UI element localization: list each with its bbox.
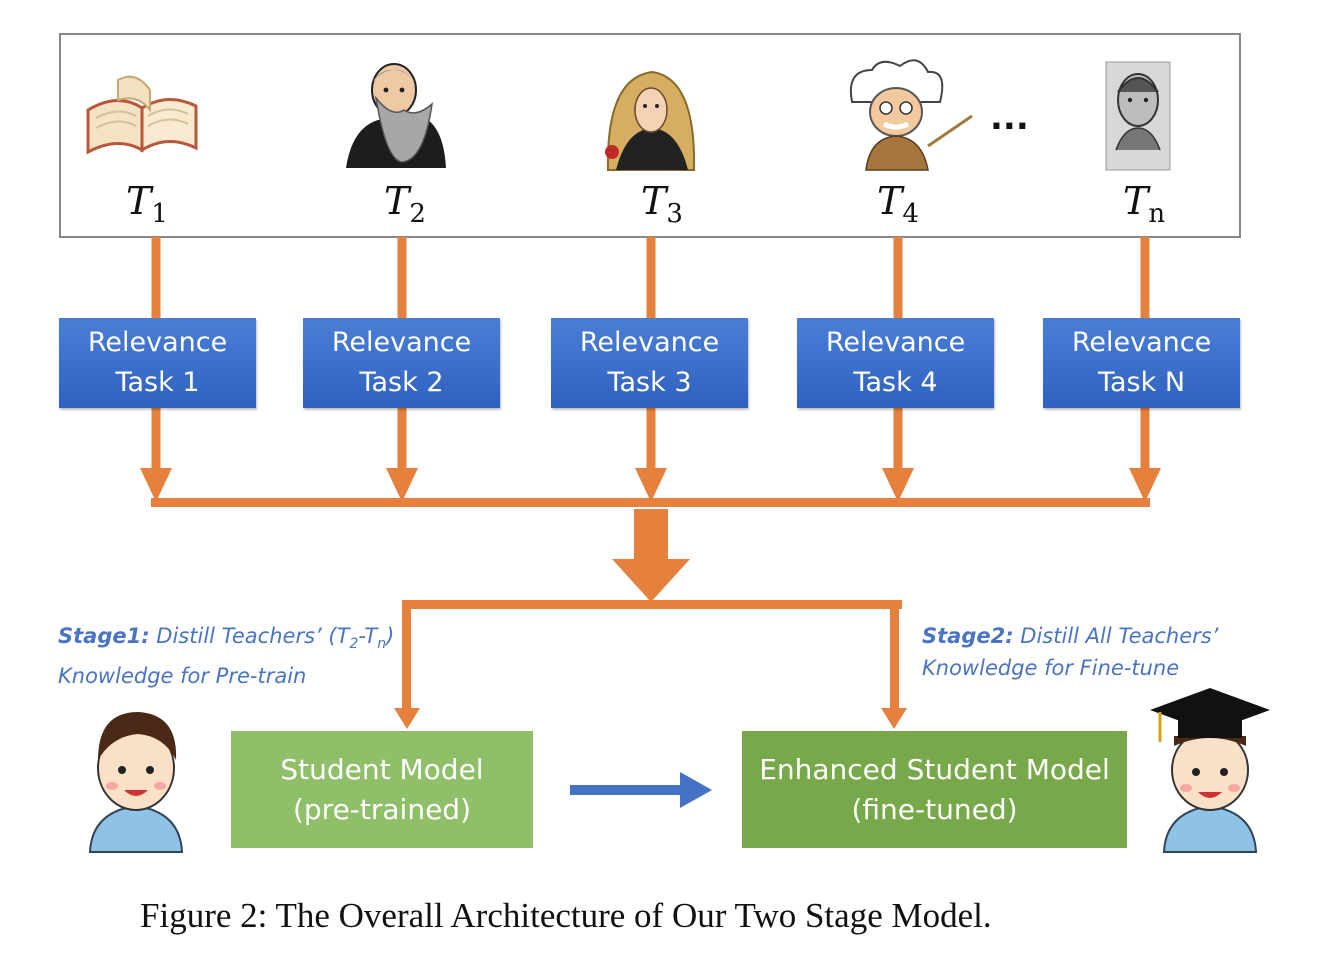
- split-bar: [402, 600, 902, 609]
- merge-bar: [151, 498, 1150, 507]
- einstein-cartoon-icon: [850, 59, 973, 171]
- stage2-description: Stage2: Distill All Teachers’ Knowledge …: [922, 624, 1219, 680]
- ellipsis: ...: [990, 98, 1029, 138]
- task-output-arrowhead-5: [1129, 468, 1161, 502]
- teacher-to-task-connector-3: [646, 237, 656, 318]
- task-output-arrowhead-1: [140, 468, 172, 502]
- stage2-arrow-shaft: [890, 600, 899, 710]
- flow-arrows: [140, 237, 1161, 729]
- turing-portrait-icon: [1105, 61, 1171, 171]
- task-output-arrowhead-3: [635, 468, 667, 502]
- task-output-arrow-3: [646, 408, 656, 470]
- teacher-to-task-connector-4: [893, 237, 903, 318]
- stage1-description: Stage1: Distill Teachers’ (T2-Tn) Knowle…: [58, 624, 395, 689]
- graduate-avatar-icon: [1150, 688, 1270, 853]
- stage2-arrowhead: [881, 708, 907, 729]
- student-model-box: Student Model(pre-trained): [231, 731, 533, 848]
- task-output-arrow-4: [893, 408, 903, 470]
- student-avatar-icon: [88, 712, 184, 853]
- teacher-label-2: T2: [384, 179, 426, 229]
- teacher-to-task-connector-2: [397, 237, 407, 318]
- book-icon: [86, 75, 198, 155]
- task-output-arrow-5: [1140, 408, 1150, 470]
- upgrade-arrow: [570, 772, 712, 808]
- task-output-arrowhead-2: [386, 468, 418, 502]
- merge-down-arrowhead: [612, 559, 690, 602]
- teacher-label-4: T4: [877, 179, 919, 229]
- teacher-label-3: T3: [641, 179, 683, 229]
- teacher-to-task-connector-5: [1140, 237, 1150, 318]
- newton-portrait-icon: [605, 70, 696, 171]
- teacher-label-1: T1: [126, 179, 168, 229]
- task-output-arrow-2: [397, 408, 407, 470]
- darwin-portrait-icon: [346, 63, 446, 168]
- teacher-label-n: Tn: [1123, 179, 1166, 229]
- teacher-to-task-connector-1: [151, 237, 161, 318]
- task-output-arrow-1: [151, 408, 161, 470]
- task-output-arrowhead-4: [882, 468, 914, 502]
- merge-down-arrow-shaft: [634, 509, 668, 561]
- enhanced-student-model-box: Enhanced Student Model(fine-tuned): [742, 731, 1127, 848]
- figure-caption: Figure 2: The Overall Architecture of Ou…: [140, 896, 992, 935]
- stage1-arrowhead: [394, 708, 420, 729]
- stage1-arrow-shaft: [402, 600, 411, 710]
